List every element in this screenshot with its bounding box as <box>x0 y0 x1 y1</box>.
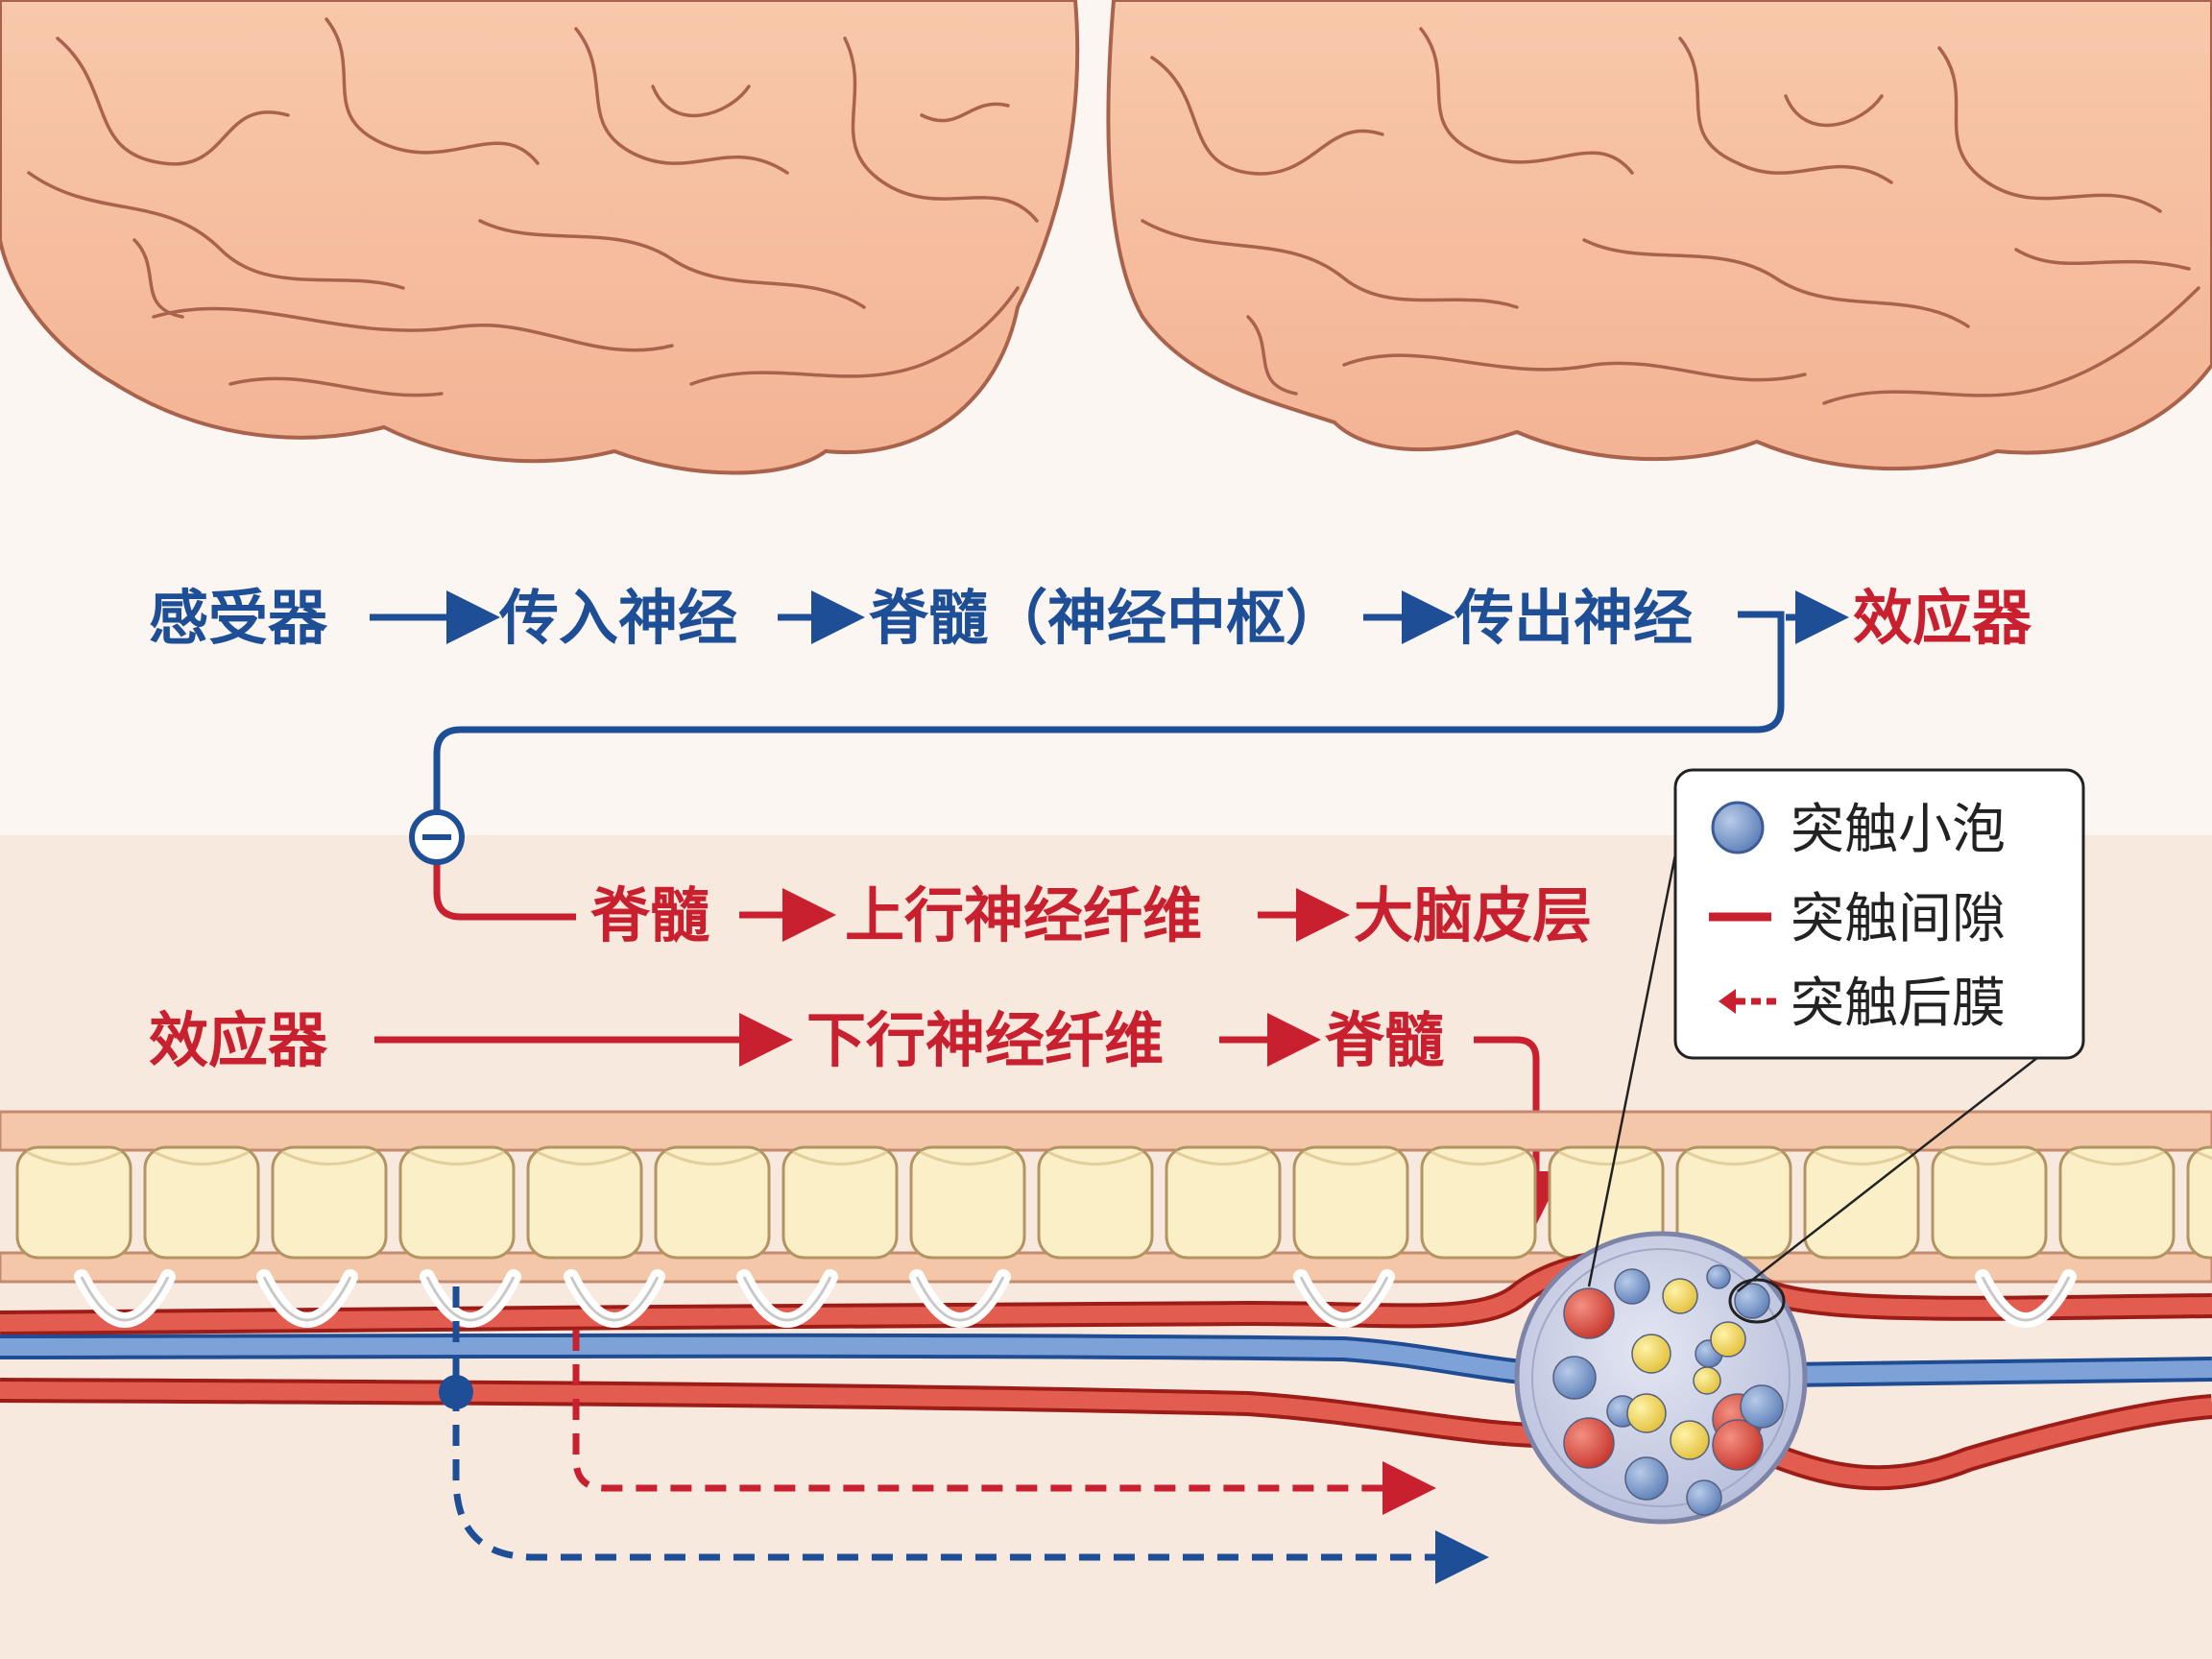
row1-step-afferent: 传入神经 <box>498 583 737 653</box>
synaptic-vesicle <box>1662 1278 1698 1314</box>
dashed-arrow-icon <box>1719 989 1736 1014</box>
vertebra <box>1037 1145 1154 1260</box>
synaptic-vesicle <box>1563 1417 1615 1469</box>
legend: 突触小泡 突触间隙 突触后膜 <box>1673 768 2085 1060</box>
vertebra <box>271 1145 388 1260</box>
nerve-root-wraps <box>74 1269 2077 1328</box>
vertebra <box>654 1145 771 1260</box>
row1-step-receptor: 感受器 <box>149 583 328 653</box>
vertebra <box>2186 1145 2212 1260</box>
dashed-pathways <box>439 1286 1489 1584</box>
vertebra <box>15 1145 132 1260</box>
vertebra <box>1420 1145 1537 1260</box>
flow-row-3: 效应器 下行神经纤维 脊髓 <box>149 1005 1563 1225</box>
legend-label-cleft: 突触间隙 <box>1791 888 2006 950</box>
brain-left-illustration <box>0 0 1080 475</box>
synaptic-vesicle <box>1710 1321 1746 1358</box>
row1-step-spinal-center: 脊髓（神经中枢） <box>869 583 1345 653</box>
vertebra <box>1931 1145 2048 1260</box>
synaptic-vesicle <box>1670 1420 1710 1460</box>
synaptic-vesicle <box>1734 1283 1770 1319</box>
synaptic-vesicle <box>1712 1419 1764 1471</box>
synaptic-vesicle <box>1614 1268 1650 1305</box>
row1-step-effector: 效应器 <box>1853 583 2032 653</box>
flow-row-2: 脊髓 上行神经纤维 大脑皮层 <box>590 880 1592 950</box>
synaptic-vesicle <box>1706 1264 1731 1289</box>
vertebra <box>781 1145 899 1260</box>
down-arrow-icon <box>1474 1036 1563 1225</box>
vertebra <box>1292 1145 1409 1260</box>
synaptic-vesicle <box>1552 1356 1597 1400</box>
legend-label-vesicle: 突触小泡 <box>1791 799 2006 861</box>
vertebra <box>398 1145 516 1260</box>
legend-label-postsynaptic: 突触后膜 <box>1791 973 2006 1035</box>
synaptic-vesicle <box>1740 1384 1784 1429</box>
spine-vertebrae <box>0 1110 2212 1284</box>
nerve-fibers <box>0 1246 2212 1491</box>
vertebra <box>909 1145 1026 1260</box>
row3-step-spinal: 脊髓 <box>1325 1005 1444 1075</box>
vesicle-highlight-ring <box>1728 1278 1786 1324</box>
flow-connector <box>409 611 1785 921</box>
synaptic-vesicle <box>1686 1479 1722 1516</box>
vesicle-circle-icon <box>1711 801 1765 854</box>
blue-junction-dot <box>439 1375 473 1409</box>
legend-pointers <box>1587 805 2065 1292</box>
red-dashed-arrow <box>572 1330 1436 1515</box>
vertebra <box>2058 1145 2176 1260</box>
synaptic-vesicles <box>1552 1264 1784 1516</box>
vertebra <box>1165 1145 1282 1260</box>
blue-dashed-arrow <box>452 1286 1489 1584</box>
row1-step-efferent: 传出神经 <box>1454 583 1693 653</box>
synapse <box>1514 1231 1808 1525</box>
row2-step-ascending: 上行神经纤维 <box>845 880 1202 950</box>
synaptic-vesicle <box>1693 1366 1721 1395</box>
vertebra <box>526 1145 643 1260</box>
flow-row-1: 感受器 传入神经 脊髓（神经中枢） 传出神经 效应器 <box>149 583 2032 653</box>
vertebra <box>1803 1145 1920 1260</box>
synaptic-vesicle <box>1563 1287 1615 1339</box>
vertebra <box>143 1145 260 1260</box>
row2-step-cortex: 大脑皮层 <box>1354 880 1592 950</box>
brain-right-illustration <box>1106 0 2212 471</box>
synaptic-vesicle <box>1626 1393 1667 1433</box>
row2-step-spinal: 脊髓 <box>590 880 709 950</box>
row3-step-descending: 下行神经纤维 <box>806 1005 1164 1075</box>
synaptic-vesicle <box>1624 1456 1669 1501</box>
row3-step-effector: 效应器 <box>149 1005 328 1075</box>
synaptic-vesicle <box>1631 1334 1671 1374</box>
